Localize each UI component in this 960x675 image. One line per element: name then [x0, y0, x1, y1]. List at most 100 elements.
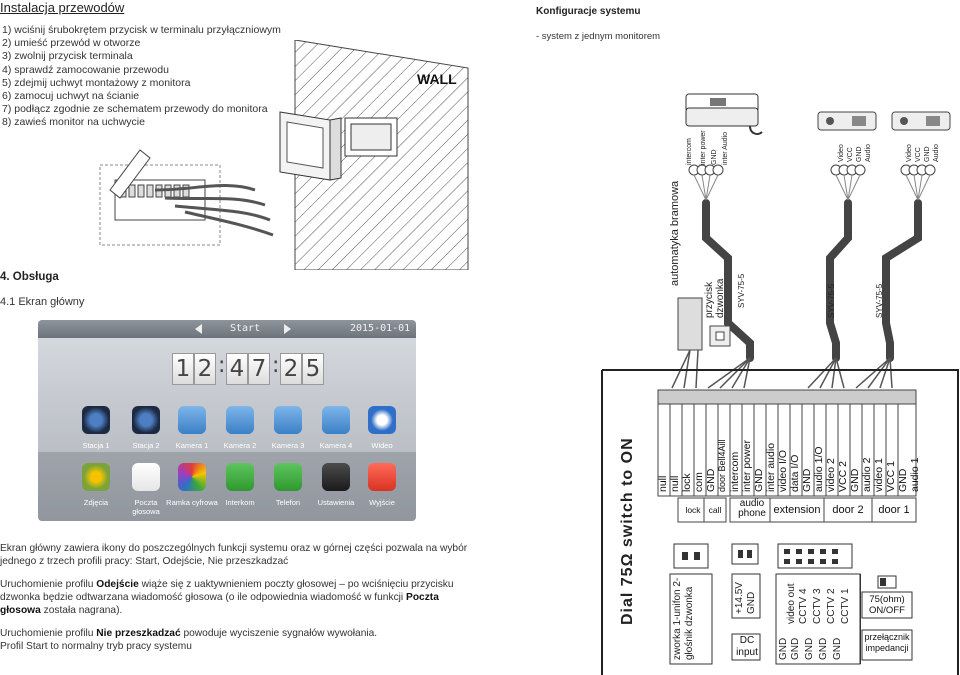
installation-illustration: WALL [99, 40, 469, 270]
step-item: 1) wciśnij śrubokrętem przycisk w termin… [2, 24, 281, 36]
clock-digit: 4 [226, 353, 248, 385]
camera-2-icon[interactable] [226, 406, 254, 434]
wire-label: Audio [865, 144, 872, 162]
station-1-icon[interactable] [82, 406, 110, 434]
video-play-icon[interactable] [368, 406, 396, 434]
impedance-value-label: 75(ohm) ON/OFF [869, 594, 905, 616]
wire-label: VCC [915, 147, 922, 162]
video-pin-label: video out [786, 583, 797, 624]
step-item: 6) zamocuj uchwyt na ścianie [2, 90, 140, 103]
video-pin-label: GND [804, 637, 815, 660]
digital-frame-icon[interactable] [178, 463, 206, 491]
paragraph-main-screen: Ekran główny zawiera ikony do poszczegól… [0, 543, 468, 568]
screen-date: 2015-01-01 [350, 323, 411, 334]
wire-label: Video [838, 144, 845, 162]
installation-steps: 1) wciśnij śrubokrętem przycisk w termin… [2, 24, 281, 130]
wire-label: GND [856, 146, 863, 162]
wire-label: inter power [700, 130, 707, 165]
profile-prev-arrow-icon [195, 324, 202, 334]
profile-next-arrow-icon [284, 324, 291, 334]
terminal-label: com [693, 472, 705, 492]
group-label-extension: extension [773, 504, 821, 516]
terminal-label: GND [849, 468, 861, 492]
icon-label: Telefon [275, 498, 301, 507]
terminal-label: audio 1/O [813, 446, 825, 492]
wire-label: GND [924, 146, 931, 162]
group-label-audio-phone: audio phone [738, 498, 766, 519]
voicemail-icon[interactable] [132, 463, 160, 491]
icon-label: Poczta głosowa [132, 498, 160, 516]
icon-label: Stacja 2 [132, 441, 160, 450]
terminal-label: GND [705, 468, 717, 492]
section-title-operation: 4. Obsługa [0, 271, 59, 283]
step-item: 5) zdejmij uchwyt montażowy z monitora [2, 76, 191, 89]
wiring-diagram [601, 93, 959, 675]
icon-label: Stacja 1 [82, 441, 110, 450]
section-title-installation: Instalacja przewodów [0, 0, 125, 15]
station-2-icon[interactable] [132, 406, 160, 434]
group-label-door-2: door 2 [832, 504, 864, 516]
clock-digit: 2 [280, 353, 302, 385]
terminal-label: audio 2 [861, 457, 873, 492]
dc-pin-label: +14.5V [734, 582, 745, 614]
group-label-door-1: door 1 [878, 504, 910, 516]
video-pin-label: GND [832, 637, 843, 660]
icon-label: Kamera 1 [175, 441, 209, 450]
photos-icon[interactable] [82, 463, 110, 491]
bell-button-label: przycisk dzwonka [704, 278, 726, 318]
profile-label: Start [230, 323, 261, 334]
video-pin-label: CCTV 3 [812, 588, 823, 624]
clock-digit: 5 [302, 353, 324, 385]
terminal-label: VCC 1 [885, 461, 897, 492]
dc-input-label: DC input [736, 635, 758, 658]
gate-automation-label: automatyka bramowa [669, 180, 681, 286]
icon-label: Interkom [225, 498, 255, 507]
dc-pin-label: GND [746, 591, 757, 614]
svg-text:WALL: WALL [417, 71, 457, 87]
cable-label: SYV-75-5 [827, 283, 836, 318]
group-label-call: call [708, 505, 722, 515]
cable-label: SYV-75-5 [737, 273, 746, 308]
paragraph-away-profile: Uruchomienie profilu Odejście wiąże się … [0, 579, 454, 617]
group-label-lock: lock [685, 505, 701, 515]
terminal-label: null [657, 475, 669, 492]
icon-label: Ustawienia [317, 498, 355, 507]
terminal-label: audio 1 [909, 457, 921, 492]
video-pin-label: CCTV 1 [840, 588, 851, 624]
icon-label: Wyjście [369, 498, 395, 507]
intercom-icon[interactable] [226, 463, 254, 491]
main-screen-preview: Start 2015-01-01 1 2 : 4 7 : 2 5 Stacja … [38, 320, 416, 521]
terminal-label: intercom [729, 451, 741, 492]
dial-switch-label: Dial 75Ω switch to ON [619, 437, 636, 625]
step-item: 3) zwolnij przycisk terminala [2, 50, 133, 63]
camera-3-icon[interactable] [274, 406, 302, 434]
settings-icon[interactable] [322, 463, 350, 491]
icon-label: Wideo [371, 441, 393, 450]
clock-digit: 1 [172, 353, 194, 385]
screen-top-bar [38, 320, 416, 338]
icon-label: Kamera 4 [319, 441, 353, 450]
icon-label: Kamera 3 [271, 441, 305, 450]
wire-label: VCC [847, 147, 854, 162]
icon-label: Kamera 2 [223, 441, 257, 450]
clock-colon: : [272, 353, 280, 378]
step-item: 2) umieść przewód w otworze [2, 37, 141, 50]
step-item: 8) zawieś monitor na uchwycie [2, 116, 145, 129]
terminal-label: video 1 [873, 458, 885, 492]
terminal-label: VCC 2 [837, 461, 849, 492]
video-pin-label: GND [790, 637, 801, 660]
terminal-label: GND [801, 468, 813, 492]
exit-icon[interactable] [368, 463, 396, 491]
phone-icon[interactable] [274, 463, 302, 491]
terminal-label: door Bell4Aill [717, 439, 727, 492]
wire-label: Audio [933, 144, 940, 162]
cable-label: SYV-75-5 [875, 283, 884, 318]
wire-label: Video [906, 144, 913, 162]
camera-1-icon[interactable] [178, 406, 206, 434]
impedance-switch-label: przełącznik impedancji [864, 632, 910, 653]
camera-4-icon[interactable] [322, 406, 350, 434]
terminal-label: null [669, 475, 681, 492]
clock-digit: 7 [248, 353, 270, 385]
terminal-label: video 2 [825, 458, 837, 492]
icon-label: Zdjęcia [83, 498, 109, 507]
